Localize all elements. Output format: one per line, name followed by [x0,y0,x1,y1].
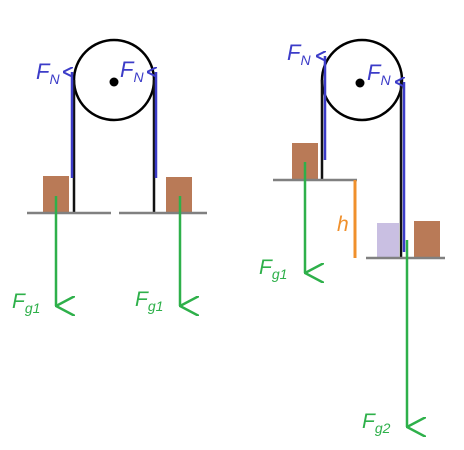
left-pulley-system: FN FN Fg1 Fg1 [12,38,207,316]
left-fn-label-1: FN [36,59,60,87]
right-fn-label-1: FN [287,40,311,68]
left-pulley-axle [109,77,119,87]
left-fn-label-2: FN [120,57,144,85]
left-fg-label-2: Fg1 [135,288,163,314]
right-pulley-axle [355,78,365,88]
right-fn-label-2: FN [367,60,391,88]
right-pulley-system: h FN FN Fg1 Fg2 [259,38,445,436]
height-label: h [337,213,349,236]
left-fg-label-1: Fg1 [12,290,40,316]
right-fg-label-2: Fg2 [362,410,391,436]
right-block-low [414,221,440,257]
right-block-light [377,223,399,257]
right-fg-label-1: Fg1 [259,256,287,282]
